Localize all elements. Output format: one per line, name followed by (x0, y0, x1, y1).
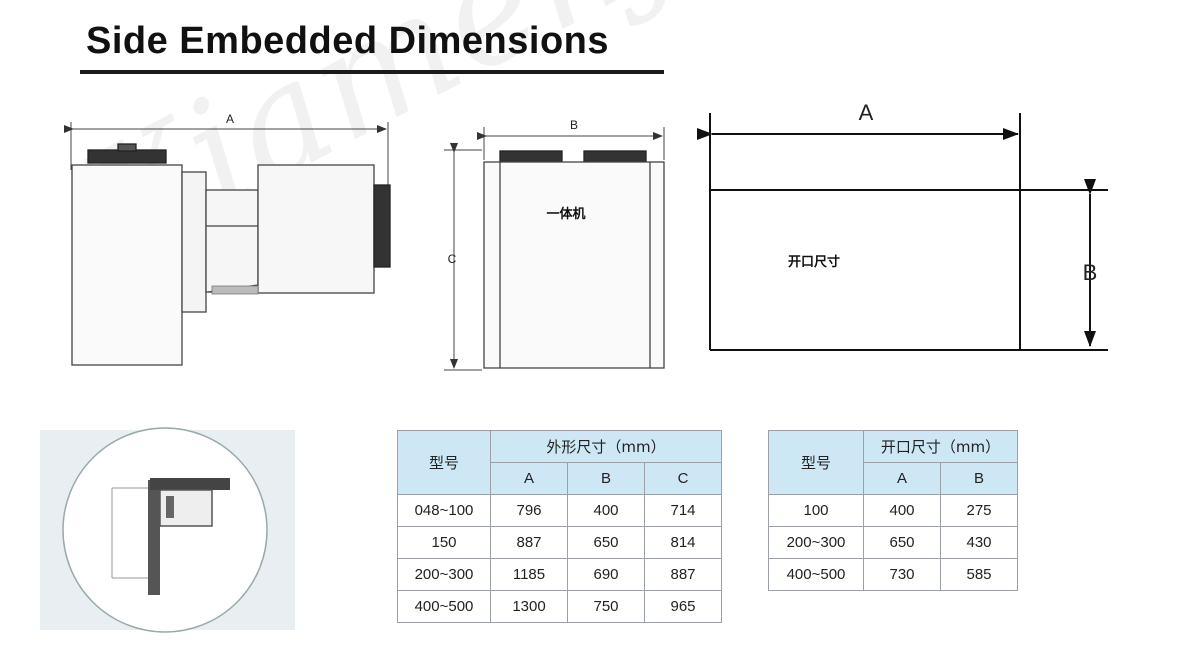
page-title: Side Embedded Dimensions (86, 20, 609, 62)
table-cell: 200~300 (768, 526, 864, 559)
table-cell: 650 (863, 526, 941, 559)
table-cell: 585 (940, 558, 1018, 591)
table-cell: 814 (644, 526, 722, 559)
opening-label: 开口尺寸 (788, 254, 840, 270)
table-cell: 887 (644, 558, 722, 591)
front-dimension-b-label: B (570, 118, 578, 132)
table-cell: 200~300 (397, 558, 491, 591)
front-dimension-c-label: C (448, 252, 457, 266)
outer-group-header: 外形尺寸（mm） (490, 430, 722, 463)
outer-model-header: 型号 (397, 430, 491, 495)
table-cell: 714 (644, 494, 722, 527)
table-cell: 400 (567, 494, 645, 527)
table-cell: 796 (490, 494, 568, 527)
table-cell: 1185 (490, 558, 568, 591)
opening-dimension-a-label: A (859, 100, 874, 125)
table-cell: 965 (644, 590, 722, 623)
outer-col-header: B (567, 462, 645, 495)
table-row: 100 400 275 (768, 494, 1018, 527)
table-row: 400~500 1300 750 965 (397, 590, 722, 623)
table-cell: 400~500 (397, 590, 491, 623)
table-cell: 048~100 (397, 494, 491, 527)
table-cell: 690 (567, 558, 645, 591)
side-view-drawing (64, 122, 391, 366)
title-underline (80, 70, 664, 74)
opening-model-header: 型号 (768, 430, 864, 495)
opening-dimensions-table: 型号 开口尺寸（mm） A B 100 400 275 200~300 650 … (768, 430, 1018, 591)
front-view-drawing (444, 127, 665, 371)
opening-col-header: A (863, 462, 941, 495)
table-row: 048~100 796 400 714 (397, 494, 722, 527)
table-row: 400~500 730 585 (768, 558, 1018, 591)
side-dimension-a-label: A (226, 112, 234, 126)
table-cell: 400~500 (768, 558, 864, 591)
table-cell: 887 (490, 526, 568, 559)
outer-col-header: C (644, 462, 722, 495)
table-cell: 275 (940, 494, 1018, 527)
table-cell: 150 (397, 526, 491, 559)
outer-col-header: A (490, 462, 568, 495)
opening-group-header: 开口尺寸（mm） (863, 430, 1018, 463)
opening-col-header: B (940, 462, 1018, 495)
unit-label: 一体机 (546, 206, 585, 222)
table-cell: 1300 (490, 590, 568, 623)
table-row: 200~300 650 430 (768, 526, 1018, 559)
installation-detail-inset (40, 427, 295, 633)
outer-dimensions-table: 型号 外形尺寸（mm） A B C 048~100 796 400 714 15… (397, 430, 722, 623)
opening-view-drawing (697, 113, 1108, 351)
table-cell: 430 (940, 526, 1018, 559)
table-row: 150 887 650 814 (397, 526, 722, 559)
table-cell: 750 (567, 590, 645, 623)
table-row: 200~300 1185 690 887 (397, 558, 722, 591)
table-cell: 400 (863, 494, 941, 527)
table-cell: 100 (768, 494, 864, 527)
opening-dimension-b-label: B (1083, 260, 1098, 285)
table-cell: 650 (567, 526, 645, 559)
table-cell: 730 (863, 558, 941, 591)
